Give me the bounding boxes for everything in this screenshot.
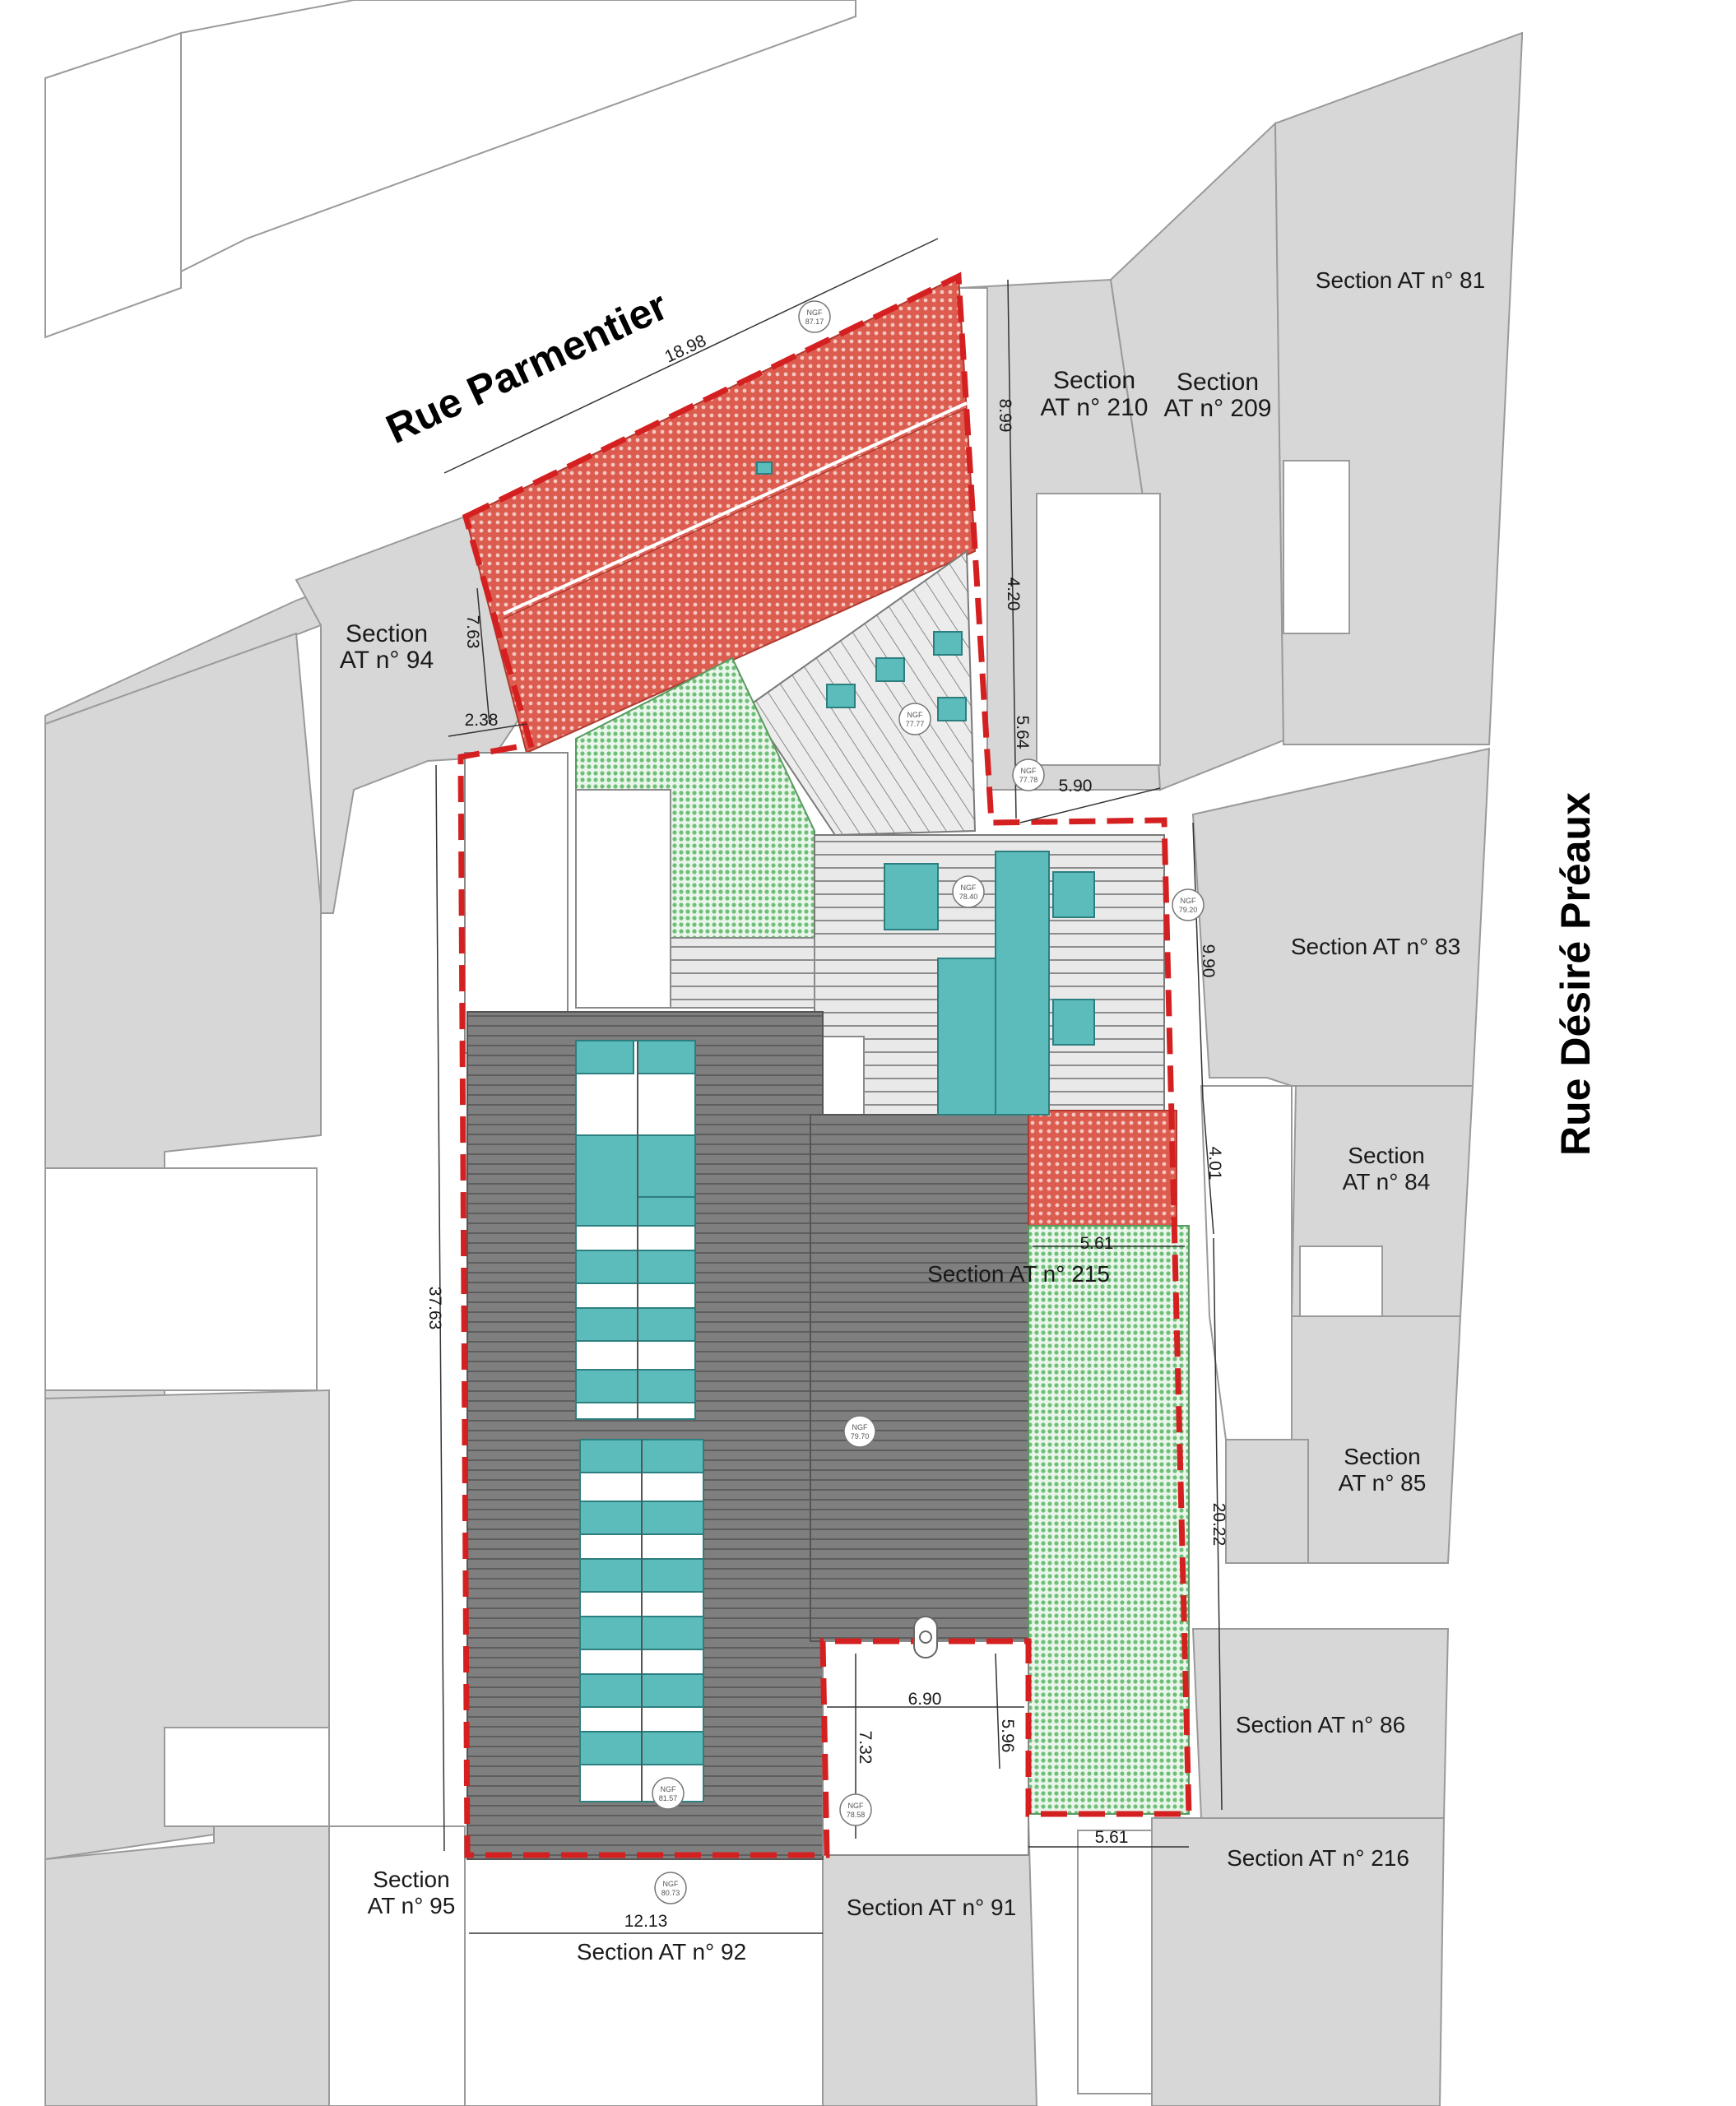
svg-text:78.58: 78.58 <box>847 1811 866 1819</box>
ngf-marker: NGF 80.73 <box>654 1872 687 1904</box>
parcel-label-216: Section AT n° 216 <box>1227 1845 1409 1871</box>
parcel-95 <box>328 1825 466 2106</box>
svg-text:NGF: NGF <box>1181 897 1197 905</box>
parcel-83 <box>1191 747 1491 1087</box>
svg-text:NGF: NGF <box>661 1785 677 1793</box>
dimension-label: 5.90 <box>1059 777 1093 796</box>
west-courtyard <box>44 1167 318 1391</box>
svg-text:78.40: 78.40 <box>959 893 978 901</box>
parcel-label-83: Section AT n° 83 <box>1291 934 1460 959</box>
parcel-81-courtyard <box>1283 460 1350 634</box>
svg-text:77.77: 77.77 <box>906 720 925 728</box>
parcel-label-215: Section AT n° 215 <box>927 1261 1110 1287</box>
svg-text:81.57: 81.57 <box>659 1794 678 1802</box>
dimension-label: 5.61 <box>1080 1234 1114 1253</box>
svg-text:NGF: NGF <box>1021 767 1037 775</box>
parcel-label-91: Section AT n° 91 <box>847 1895 1016 1920</box>
ngf-markers: NGF 87.17 NGF 77.77 NGF 77.78 NGF 78.40 … <box>652 300 1205 1904</box>
garden-east <box>1028 1225 1190 1815</box>
dimension-label: 4.20 <box>1004 578 1023 611</box>
east-gap <box>1200 1085 1293 1440</box>
dimension-label: 5.64 <box>1013 716 1032 749</box>
svg-text:NGF: NGF <box>961 884 977 892</box>
dimension-label: 7.32 <box>856 1731 875 1765</box>
stair-block <box>670 937 815 1009</box>
parcel-label-95-line2: AT n° 95 <box>368 1893 456 1918</box>
skylights <box>575 462 1095 1802</box>
roof-ridge <box>503 401 968 615</box>
svg-text:79.20: 79.20 <box>1179 906 1198 914</box>
ngf-marker: NGF 78.58 <box>839 1793 872 1826</box>
svg-text:NGF: NGF <box>907 711 924 719</box>
street-name-preaux: Rue Désiré Préaux <box>1553 792 1599 1156</box>
white-block-2 <box>575 789 671 1009</box>
dimension-label: 5.96 <box>998 1719 1017 1753</box>
ngf-marker: NGF 79.20 <box>1172 888 1205 921</box>
dimension-labels: 18.98 8.99 4.20 7.63 2.38 5.64 5.90 9.90… <box>425 332 1228 1931</box>
svg-text:77.78: 77.78 <box>1019 776 1038 784</box>
svg-text:NGF: NGF <box>663 1880 680 1888</box>
parcel-label-86: Section AT n° 86 <box>1236 1712 1405 1737</box>
dimension-label: 2.38 <box>465 711 499 730</box>
dimension-lines <box>435 238 1223 1934</box>
parcel-label-95-line1: Section <box>373 1867 449 1892</box>
dimension-label: 37.63 <box>425 1287 444 1330</box>
parcel-92 <box>464 1850 824 2106</box>
dimension-label: 12.13 <box>624 1912 668 1931</box>
parcel-81 <box>1274 31 1523 745</box>
dimension-label: 5.61 <box>1095 1828 1129 1847</box>
lean-to-roof <box>747 550 977 837</box>
svg-text:NGF: NGF <box>807 308 824 317</box>
ngf-marker: NGF 81.57 <box>652 1777 685 1810</box>
parcel-85-east <box>1225 1439 1309 1564</box>
project-parcel-boundary <box>457 271 1192 1858</box>
dimension-label: 8.99 <box>996 399 1014 433</box>
tiled-roof-east <box>1028 1110 1177 1227</box>
parcel-label-94-line1: Section <box>346 620 428 647</box>
dimension-label: 18.98 <box>662 332 709 367</box>
svg-text:87.17: 87.17 <box>805 318 824 326</box>
parcel-216-courtyard <box>1077 1830 1153 2094</box>
dimension-label: 9.90 <box>1199 944 1218 978</box>
drain-symbol <box>913 1616 938 1658</box>
north-block-west <box>44 31 182 339</box>
svg-text:79.70: 79.70 <box>851 1432 870 1440</box>
parcel-label-84-line1: Section <box>1348 1143 1424 1168</box>
parcel-84-courtyard <box>1299 1246 1383 1317</box>
dimension-label: 4.01 <box>1205 1147 1224 1181</box>
white-block-1 <box>464 752 569 1054</box>
ngf-marker: NGF 77.78 <box>1012 758 1045 791</box>
parcel-label-81: Section AT n° 81 <box>1316 267 1485 293</box>
street-name-parmentier: Rue Parmentier <box>379 282 675 452</box>
ngf-marker: NGF 79.70 <box>843 1415 876 1448</box>
ngf-marker: NGF 78.40 <box>952 875 985 908</box>
parcel-label-94-line2: AT n° 94 <box>340 647 434 674</box>
dimension-label: 7.63 <box>463 615 482 649</box>
parcel-label-209-line2: AT n° 209 <box>1164 395 1272 422</box>
ngf-marker: NGF 87.17 <box>798 300 831 333</box>
dimension-label: 6.90 <box>908 1690 942 1709</box>
dimension-label: 20.22 <box>1209 1503 1228 1547</box>
ngf-marker: NGF 77.77 <box>898 703 931 735</box>
parcel-label-84-line2: AT n° 84 <box>1343 1169 1431 1194</box>
parcel-label-85-line1: Section <box>1344 1444 1420 1469</box>
north-block-center <box>180 0 856 273</box>
svg-text:NGF: NGF <box>852 1423 869 1431</box>
zinc-roof-center <box>810 1114 1029 1642</box>
parcel-210-courtyard <box>1036 493 1161 766</box>
parcel-label-92: Section AT n° 92 <box>577 1939 746 1965</box>
svg-text:NGF: NGF <box>848 1802 865 1810</box>
west-courtyard-2 <box>164 1727 330 1827</box>
parcel-label-210-line2: AT n° 210 <box>1041 394 1149 421</box>
parcel-label-209-line1: Section <box>1177 369 1259 396</box>
parcel-label-85-line2: AT n° 85 <box>1339 1470 1427 1496</box>
project-site <box>464 275 1190 1860</box>
parcel-labels: Section AT n° 81 Section AT n° 210 Secti… <box>340 267 1485 1965</box>
parcel-label-210-line1: Section <box>1053 367 1135 394</box>
svg-text:80.73: 80.73 <box>661 1889 680 1897</box>
